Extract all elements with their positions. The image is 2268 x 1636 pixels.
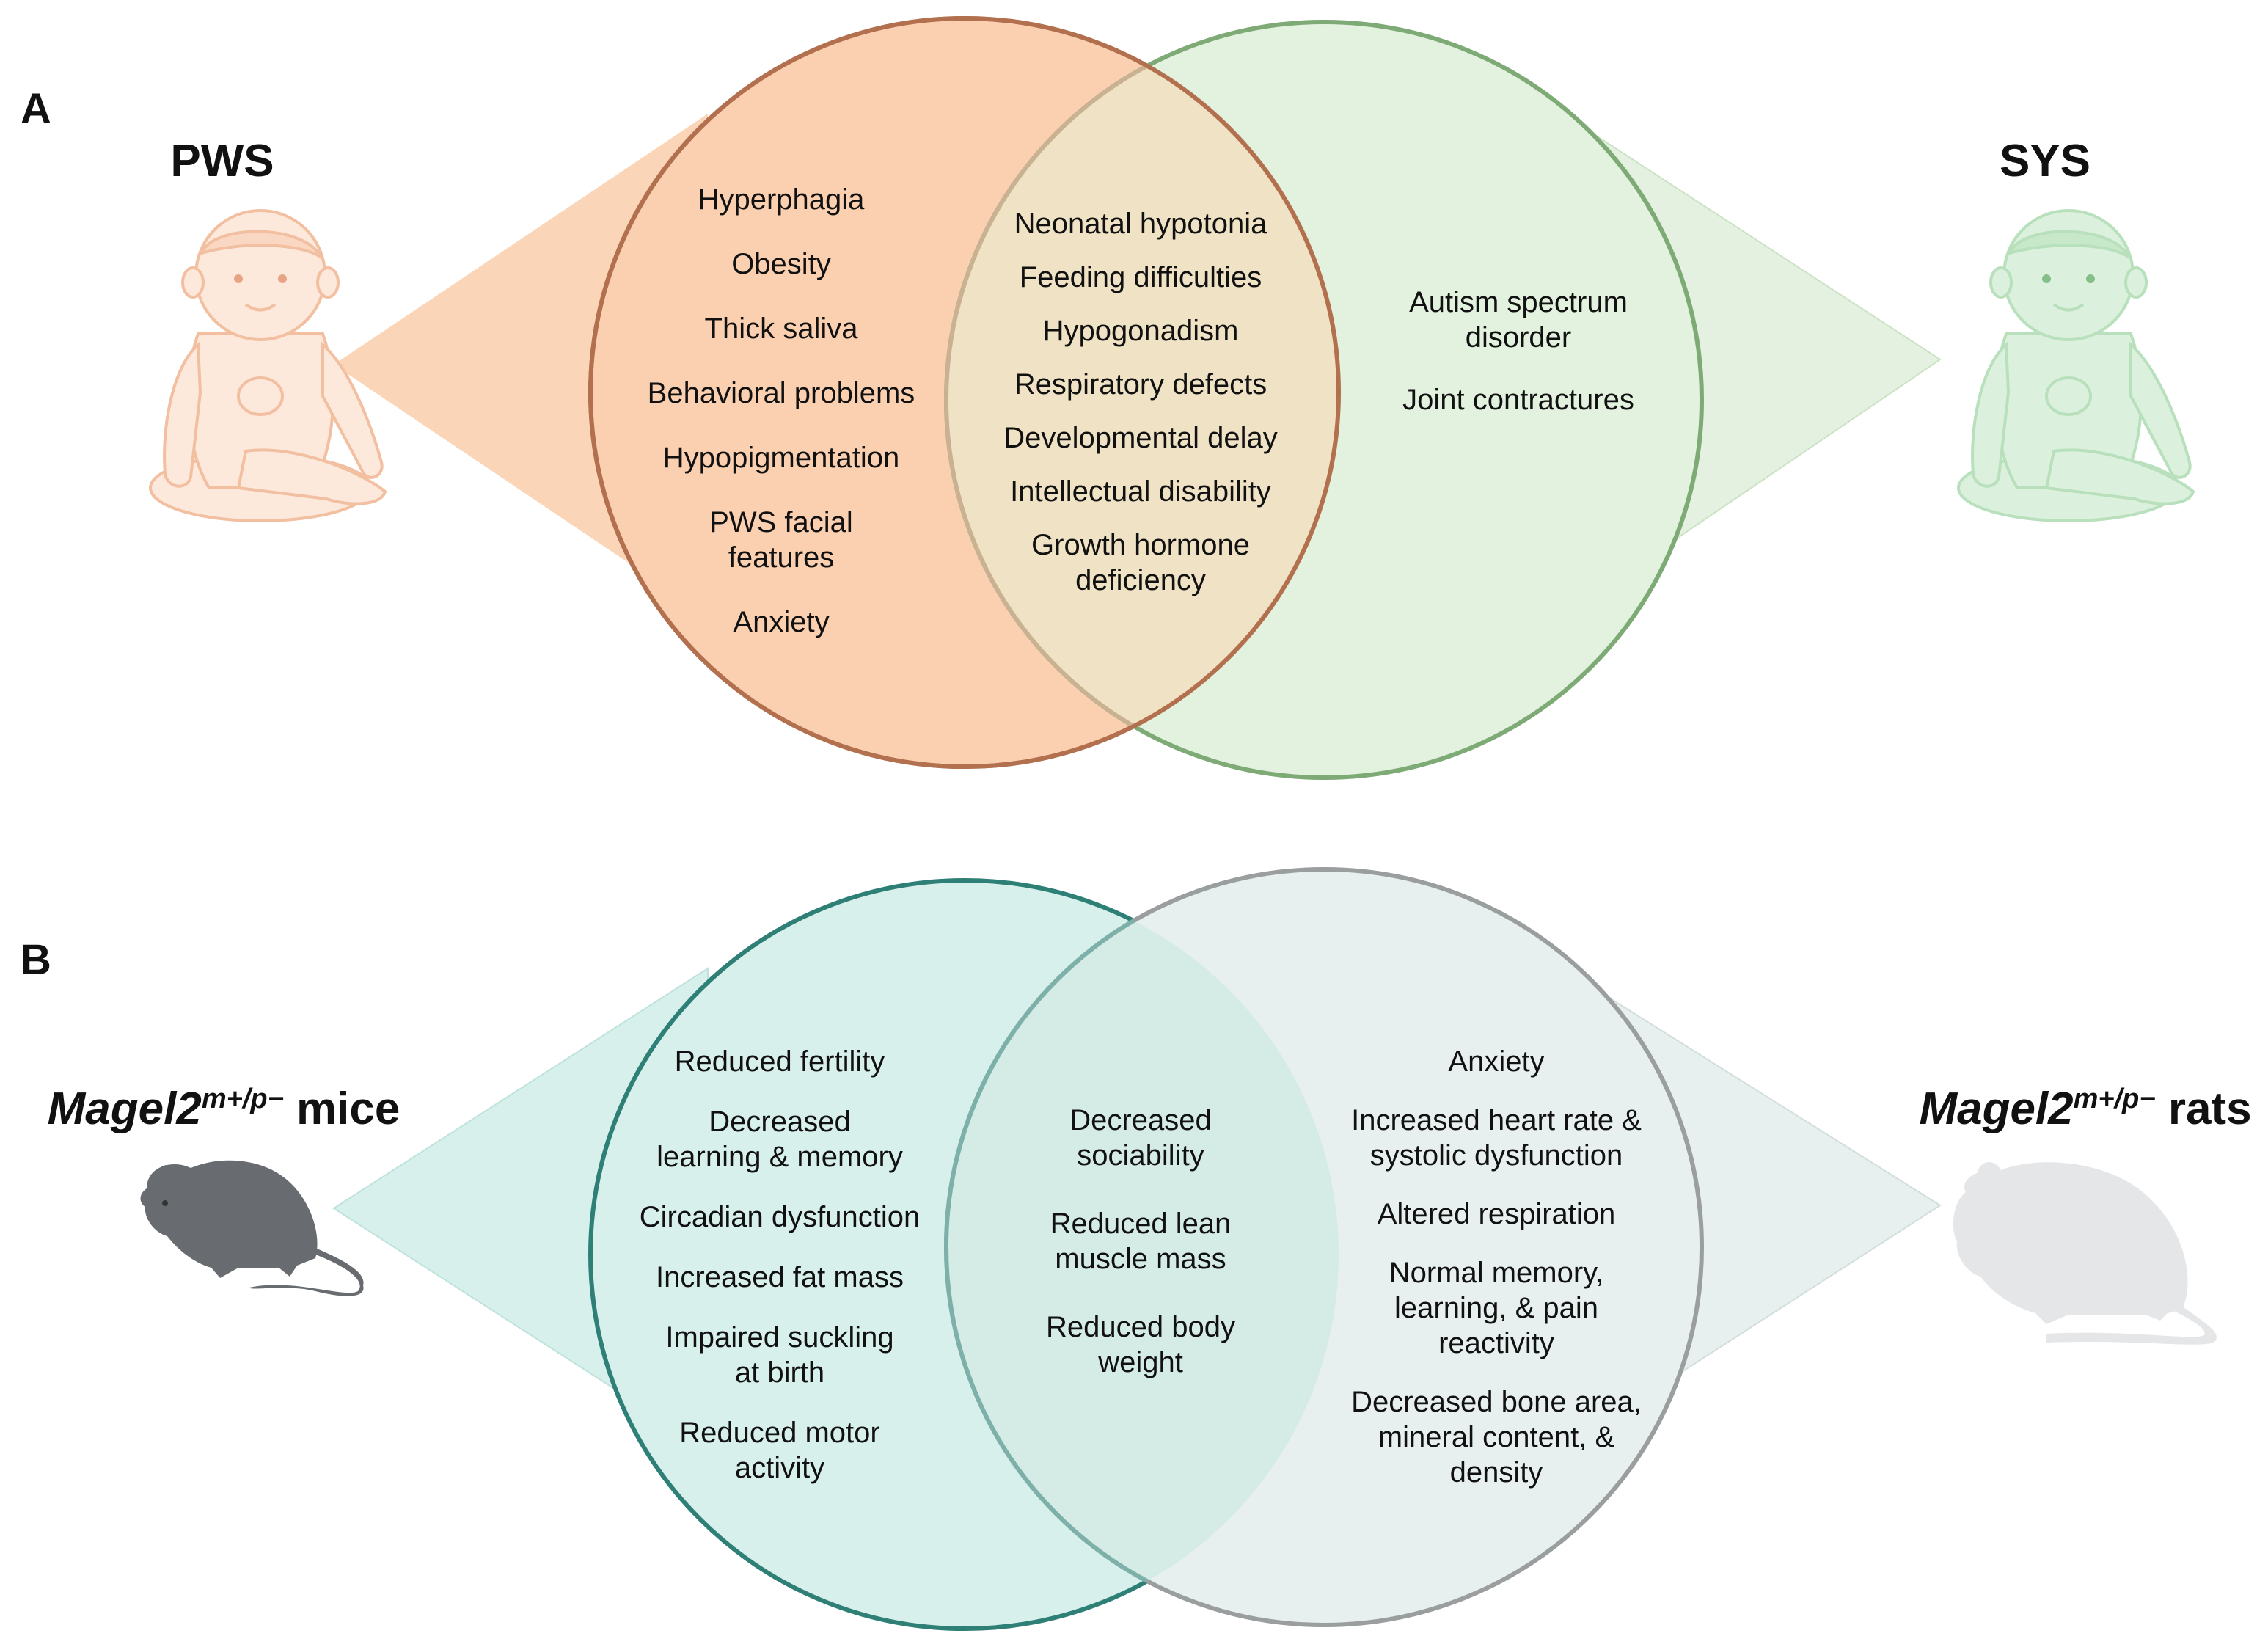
venn-item: Altered respiration (1378, 1198, 1616, 1230)
pws-circle-outline (588, 16, 1341, 769)
venn-item: Joint contractures (1402, 384, 1634, 416)
venn-item: Behavioral problems (648, 377, 915, 409)
mice-genotype: m+/p− (202, 1084, 284, 1114)
venn-item: Hypopigmentation (663, 442, 899, 474)
venn-item: Intellectual disability (1010, 475, 1271, 508)
venn-item: Hypogonadism (1043, 315, 1239, 347)
mice-label: Magel2m+/p− mice (48, 1084, 400, 1134)
venn-item: Respiratory defects (1014, 368, 1267, 401)
venn-item: Decreased bone area,mineral content, &de… (1351, 1386, 1642, 1489)
venn-item: Hyperphagia (698, 183, 866, 216)
rats-gene: Magel2 (1919, 1084, 2073, 1134)
panel-a: A PWS SYS (21, 16, 2195, 780)
rats-genotype: m+/p− (2074, 1084, 2156, 1114)
baby-pws-icon (149, 209, 387, 522)
venn-item: Increased heart rate &systolic dysfuncti… (1351, 1104, 1642, 1172)
pws-label: PWS (170, 136, 274, 186)
rat-icon (1953, 1162, 2217, 1345)
venn-item: Reduced fertility (675, 1045, 885, 1078)
rats-label: Magel2m+/p− rats (1919, 1084, 2251, 1134)
panel-b: B Magel2m+/p− mice Magel2m+/p− rats Redu… (21, 867, 2252, 1631)
mouse-icon (140, 1160, 364, 1296)
sys-label: SYS (2000, 136, 2090, 186)
venn-item: Circadian dysfunction (640, 1201, 920, 1233)
venn-item: Thick saliva (705, 313, 859, 345)
panel-a-letter: A (21, 85, 51, 133)
rats-suffix: rats (2156, 1084, 2252, 1134)
mice-gene: Magel2 (48, 1084, 202, 1134)
venn-item: Increased fat mass (656, 1261, 904, 1293)
mice-suffix: mice (284, 1084, 400, 1134)
venn-item: Anxiety (1448, 1045, 1544, 1078)
panel-b-letter: B (21, 936, 51, 984)
venn-item: Anxiety (733, 606, 829, 638)
venn-item: Developmental delay (1003, 422, 1278, 454)
venn-item: Obesity (731, 248, 831, 280)
venn-item: Feeding difficulties (1020, 261, 1262, 293)
baby-sys-icon (1957, 209, 2195, 522)
venn-item: Neonatal hypotonia (1014, 208, 1267, 240)
